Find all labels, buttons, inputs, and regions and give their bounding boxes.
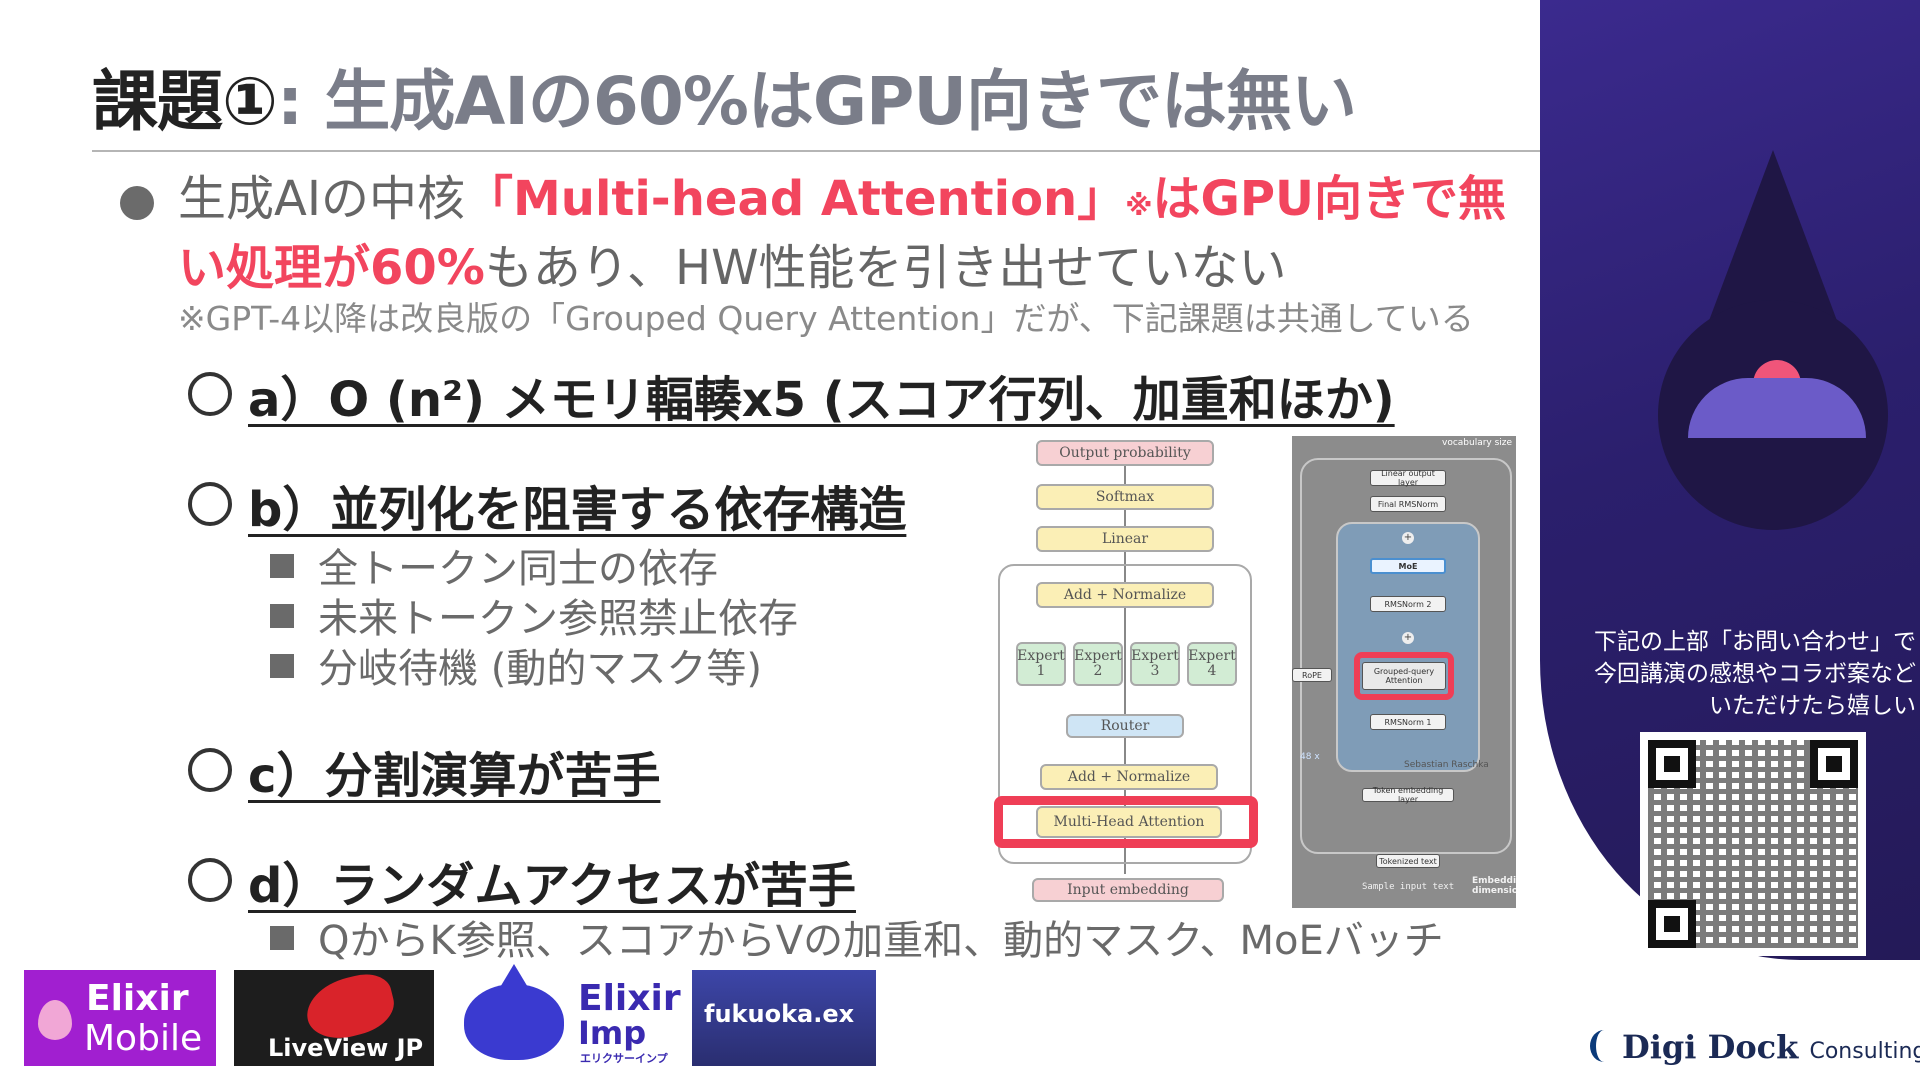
- transformer-block-frame: [998, 564, 1252, 864]
- subpoint-b-item-text: 分岐待機 (動的マスク等): [318, 646, 762, 692]
- digidock-logo: Digi Dock Consulting: [1586, 1024, 1920, 1070]
- digidock-name: Digi Dock: [1622, 1028, 1799, 1066]
- bullet-dot-icon: [120, 186, 154, 220]
- contact-message: 下記の上部「お問い合わせ」で今回講演の感想やコラボ案などいただけたら嬉しい: [1594, 629, 1916, 719]
- expert-block: Expert 2: [1073, 642, 1123, 686]
- tokenized-text-block: Tokenized text: [1376, 854, 1440, 868]
- sample-input-text: Sample input text: [1362, 882, 1455, 892]
- linear-block: Linear: [1036, 526, 1214, 552]
- lead-part4: もあり、HW性能を引き出せていない: [484, 240, 1287, 296]
- watermark-text: Sebastian Raschka: [1404, 760, 1489, 770]
- elixir-drop-icon: [38, 1000, 72, 1040]
- router-block: Router: [1066, 714, 1184, 738]
- output-probability-block: Output probability: [1036, 440, 1214, 466]
- elixir-imp-logo: Elixir Imp エリクサーインプ: [454, 964, 681, 1066]
- circle-bullet-icon: [188, 372, 232, 416]
- circle-bullet-icon: [188, 748, 232, 792]
- circle-bullet-icon: [188, 858, 232, 902]
- subpoint-b-item-text: 未来トークン参照禁止依存: [318, 596, 798, 642]
- elixir-mobile-word2: Mobile: [84, 1018, 203, 1059]
- slide-title: 課題①: 生成AIの60%はGPU向きでは無い: [92, 48, 1357, 144]
- digidock-text: Digi Dock Consulting: [1622, 1028, 1920, 1066]
- liveview-jp-text: LiveView JP: [268, 1034, 424, 1062]
- rope-block: RoPE: [1292, 668, 1332, 682]
- rmsnorm1-block: RMSNorm 1: [1370, 714, 1446, 730]
- imp-word1: Elixir: [578, 978, 681, 1019]
- subpoint-b-item-text: 全トークン同士の依存: [318, 546, 718, 592]
- square-bullet-icon: [270, 604, 294, 628]
- fukuoka-ex-logo: fukuoka.ex: [692, 970, 876, 1066]
- lead-part3: はGPU向きで無い処理が60%: [178, 171, 1507, 296]
- contact-qr-code[interactable]: [1640, 732, 1866, 956]
- diagram-flow-line: [1124, 454, 1126, 874]
- digidock-mark-icon: [1590, 1030, 1618, 1062]
- title-prefix: 課題①: [92, 63, 278, 140]
- liveview-jp-logo: LiveView JP: [234, 968, 434, 1066]
- diagram2-vocab-label: vocabulary size: [1442, 438, 1513, 448]
- residual-add-icon: +: [1402, 532, 1414, 544]
- subpoint-d-label: d）ランダムアクセスが苦手: [248, 858, 856, 914]
- diagram2-outer-frame: [1300, 458, 1512, 854]
- subpoint-b-label: b）並列化を阻害する依存構造: [248, 482, 907, 538]
- qr-finder-icon: [1648, 740, 1696, 788]
- digidock-sub: Consulting: [1809, 1039, 1920, 1064]
- footnote: ※GPT-4以降は改良版の「Grouped Query Attention」だが…: [178, 299, 1474, 338]
- subpoint-d-item-text: QからK参照、スコアからVの加重和、動的マスク、MoEバッチ: [318, 918, 1444, 964]
- mha-highlight-box: [994, 796, 1258, 848]
- lead-part1: 生成AIの中核: [178, 171, 465, 227]
- input-embedding-block: Input embedding: [1032, 878, 1224, 902]
- fukuoka-ex-text: fukuoka.ex: [704, 1000, 855, 1028]
- repeat-count-label: 48 x: [1300, 752, 1320, 762]
- gqa-architecture-diagram: vocabulary size Linear output layer Fina…: [1292, 436, 1516, 908]
- imp-kana: エリクサーインプ: [580, 1052, 668, 1065]
- expert-block: Expert 3: [1130, 642, 1180, 686]
- moe-block: MoE: [1370, 558, 1446, 574]
- softmax-block: Softmax: [1036, 484, 1214, 510]
- subpoint-c-label: c）分割演算が苦手: [248, 748, 661, 804]
- lead-text: 生成AIの中核「Multi-head Attention」※はGPU向きで無い処…: [178, 168, 1538, 299]
- lead-note-mark: ※: [1125, 189, 1153, 222]
- linear-output-layer-block: Linear output layer: [1370, 469, 1446, 487]
- elixir-mobile-logo: Elixir Mobile: [24, 970, 216, 1066]
- imp-word2: Imp: [578, 1014, 647, 1052]
- expert-block: Expert 4: [1187, 642, 1237, 686]
- residual-add-icon: +: [1402, 632, 1414, 644]
- square-bullet-icon: [270, 654, 294, 678]
- multi-head-attention-block: Multi-Head Attention: [1036, 806, 1222, 838]
- title-divider: [92, 150, 1540, 152]
- elixir-mobile-word1: Elixir: [86, 978, 189, 1019]
- lead-part2: 「Multi-head Attention」: [465, 171, 1126, 227]
- qr-finder-icon: [1810, 740, 1858, 788]
- square-bullet-icon: [270, 554, 294, 578]
- grouped-query-attention-block: Grouped-query Attention: [1362, 662, 1446, 690]
- add-normalize-block-top: Add + Normalize: [1036, 582, 1214, 608]
- imp-mascot-icon: [464, 964, 564, 1060]
- qr-finder-icon: [1648, 900, 1696, 948]
- title-rest: : 生成AIの60%はGPU向きでは無い: [276, 63, 1357, 140]
- embedding-dimension-label: Embedding dimension: [1472, 876, 1516, 896]
- final-rmsnorm-block: Final RMSNorm: [1370, 496, 1446, 512]
- square-bullet-icon: [270, 926, 294, 950]
- gqa-highlight-box: [1354, 652, 1454, 700]
- subpoint-a-label: a）O (n²) メモリ輻輳x5 (スコア行列、加重和ほか): [248, 372, 1395, 428]
- moe-transformer-diagram: Output probability Softmax Linear Add + …: [990, 432, 1260, 902]
- expert-block: Expert 1: [1016, 642, 1066, 686]
- add-normalize-block-bottom: Add + Normalize: [1040, 764, 1218, 790]
- token-embedding-block: Token embedding layer: [1362, 786, 1454, 804]
- rmsnorm2-block: RMSNorm 2: [1370, 596, 1446, 612]
- ufo-dome-shape: [1688, 378, 1866, 438]
- circle-bullet-icon: [188, 482, 232, 526]
